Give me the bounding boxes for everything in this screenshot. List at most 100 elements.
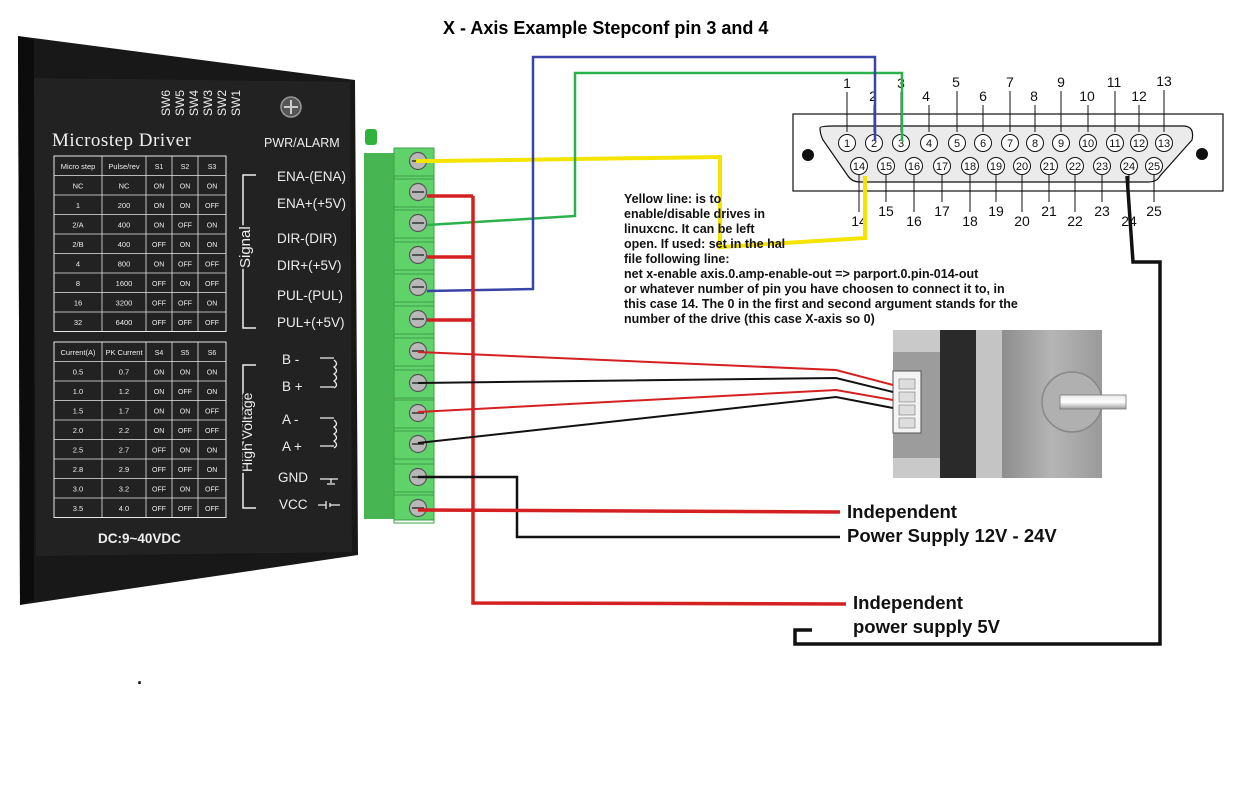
table-cell: OFF (205, 261, 219, 268)
db25-pin-label: 4 (922, 88, 930, 104)
table-cell: OFF (178, 320, 192, 327)
table-cell: ON (180, 281, 191, 288)
stray-mark: . (137, 668, 142, 688)
table-cell: OFF (205, 203, 219, 210)
table-cell: 1.0 (73, 387, 83, 396)
pwr-alarm-label: PWR/ALARM (264, 136, 340, 150)
table-header-cell: S3 (208, 164, 217, 171)
db25-pin-number: 12 (1133, 138, 1145, 150)
terminal-label: ENA+(+5V) (277, 196, 346, 211)
table-header-cell: Pulse/rev (108, 162, 140, 171)
table-cell: 0.5 (73, 367, 83, 376)
db25-pin-label: 19 (988, 203, 1004, 219)
db25-pin-number: 5 (954, 138, 960, 150)
terminal-label: B - (282, 352, 299, 367)
table-header-cell: S5 (181, 350, 190, 357)
table-cell: 6400 (116, 318, 133, 327)
yellow-enable-wire (416, 154, 867, 250)
db25-pin-number: 23 (1096, 161, 1108, 173)
table-cell: OFF (178, 389, 192, 396)
db25-pin (1120, 157, 1138, 175)
db25-pin-label: 10 (1079, 88, 1095, 104)
table-cell: ON (180, 242, 191, 249)
table-cell: 800 (118, 259, 131, 268)
table-cell: ON (207, 447, 218, 454)
table-cell: 200 (118, 201, 131, 210)
db25-pin-label: 15 (878, 203, 894, 219)
db25-pin (1093, 157, 1111, 175)
table-cell: 3.2 (119, 484, 129, 493)
terminal-label: GND (278, 470, 308, 485)
db25-pin-number: 1 (844, 138, 850, 150)
motor-shaft (1059, 394, 1127, 410)
db25-pin-number: 10 (1082, 138, 1094, 150)
table-cell: OFF (152, 467, 166, 474)
red-5v-bus (471, 196, 847, 606)
table-cell: OFF (205, 506, 219, 513)
pwr-led (365, 129, 377, 145)
db25-pin (1001, 134, 1019, 152)
signal-label: Signal (237, 226, 254, 268)
table-cell: 1.2 (119, 387, 129, 396)
db25-pin-label: 8 (1030, 88, 1038, 104)
mount-hole-left (802, 149, 814, 161)
db25-pin-label: 22 (1067, 213, 1083, 229)
switch-label: SW2 (215, 90, 229, 116)
terminal-slot (393, 178, 435, 208)
logic-psu-label: Independent power supply 5V (853, 591, 1000, 639)
motor-wire-a-minus (417, 388, 894, 413)
table-cell: 2/B (72, 240, 83, 249)
blue-pul-wire (426, 55, 877, 293)
table-cell: ON (154, 261, 165, 268)
table-header-cell: S1 (155, 164, 164, 171)
db25-pin-label: 11 (1107, 74, 1122, 90)
table-cell: OFF (152, 320, 166, 327)
motor-wire-b-minus (417, 351, 894, 386)
db25-pin-number: 25 (1148, 161, 1160, 173)
motor-wire-a-plus (417, 395, 894, 444)
db25-pin-label: 17 (934, 203, 950, 219)
table-cell: 1.7 (119, 406, 129, 415)
terminal-block (364, 147, 435, 524)
table-cell: OFF (152, 486, 166, 493)
logic-psu-line2: power supply 5V (853, 616, 1001, 637)
table-cell: 16 (74, 298, 82, 307)
note-line: enable/disable drives in (624, 207, 766, 221)
table-header-cell: S2 (181, 164, 190, 171)
motor-psu-line1: Independent (847, 501, 957, 522)
table-cell: OFF (205, 281, 219, 288)
db25-pin-label: 20 (1014, 213, 1030, 229)
table-cell: 3200 (116, 298, 133, 307)
terminal-slot (393, 430, 435, 460)
motor-psu-line2: Power Supply 12V - 24V (847, 525, 1057, 546)
dc-rating: DC:9~40VDC (98, 531, 181, 546)
db25-pin-label: 7 (1006, 74, 1014, 90)
mount-hole-right (1196, 148, 1208, 160)
table-cell: OFF (152, 242, 166, 249)
db25-pin (838, 134, 856, 152)
table-cell: 3.5 (73, 504, 83, 513)
table-cell: 3.0 (73, 484, 83, 493)
table-cell: ON (207, 369, 218, 376)
table-cell: ON (154, 389, 165, 396)
terminal-label: DIR+(+5V) (277, 258, 342, 273)
db25-pin-number: 14 (853, 161, 865, 173)
table-cell: ON (154, 428, 165, 435)
motor-psu-label: Independent Power Supply 12V - 24V (847, 500, 1057, 548)
db25-pin (850, 157, 868, 175)
db25-pin-number: 15 (880, 161, 892, 173)
table-cell: NC (73, 181, 84, 190)
db25-pin (1079, 134, 1097, 152)
table-cell: 2.2 (119, 426, 129, 435)
table-cell: 2.8 (73, 465, 83, 474)
table-cell: OFF (205, 320, 219, 327)
table-cell: OFF (178, 300, 192, 307)
table-cell: 4.0 (119, 504, 129, 513)
db25-pin (1130, 134, 1148, 152)
note-line: number of the drive (this case X-axis so… (624, 312, 875, 326)
db25-pin (1106, 134, 1124, 152)
table-cell: ON (207, 222, 218, 229)
table-cell: ON (180, 447, 191, 454)
db25-pin-number: 9 (1058, 138, 1064, 150)
